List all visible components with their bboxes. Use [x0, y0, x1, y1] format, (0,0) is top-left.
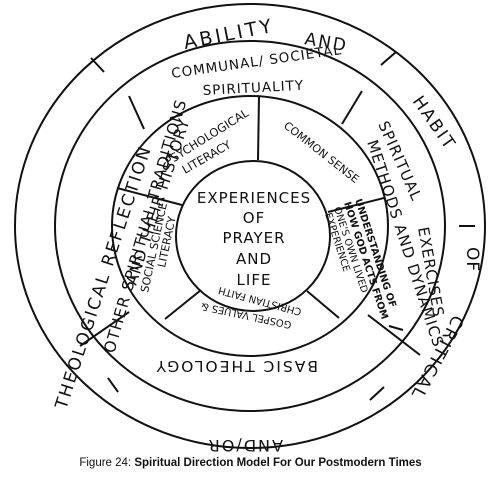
center-line-life: LIFE — [237, 271, 272, 289]
outer-ability-label: ABILITY — [182, 15, 277, 54]
outer-ring — [14, 3, 486, 449]
center-circle — [175, 160, 331, 312]
middle-ring-outer-edge — [54, 40, 446, 412]
outer-dash-bottom-left — [107, 377, 119, 393]
middle-dash-right — [388, 325, 404, 331]
inner-divider-bottom-left — [164, 289, 202, 320]
spirituality-label: SPIRITUALITY — [202, 78, 304, 99]
figure-number: Figure 24: — [79, 457, 132, 469]
inner-divider-left — [116, 187, 183, 206]
center-line-experiences: EXPERIENCES — [197, 189, 311, 207]
center-line-of: OF — [243, 209, 265, 227]
outer-andor-label: AND/OR — [207, 436, 283, 455]
outer-dash-top-left — [90, 57, 105, 73]
center-line-prayer: PRAYER — [222, 229, 285, 247]
inner-divider-right — [327, 197, 385, 213]
middle-divider-top-right — [341, 90, 363, 125]
inner-divider-top — [257, 95, 260, 161]
figure-title: Spiritual Direction Model For Our Postmo… — [134, 457, 422, 469]
center-line-and: AND — [236, 250, 272, 268]
inner-divider-bottom-right — [306, 290, 340, 319]
common-sense-label: COMMON SENSE — [281, 119, 361, 186]
middle-divider-left — [79, 311, 130, 347]
middle-divider-right — [367, 314, 421, 356]
middle-ring-inner-edge — [111, 95, 389, 357]
outer-dash-top-right — [380, 51, 397, 66]
outer-dash-bottom-right — [369, 386, 385, 401]
outer-habit-label: HABIT — [408, 92, 460, 154]
basic-theology-label: BASIC THEOLOGY — [154, 357, 318, 375]
middle-divider-top-left — [128, 95, 145, 130]
figure-caption: Figure 24: Spiritual Direction Model For… — [0, 457, 501, 469]
outer-of-label: OF — [462, 247, 482, 272]
